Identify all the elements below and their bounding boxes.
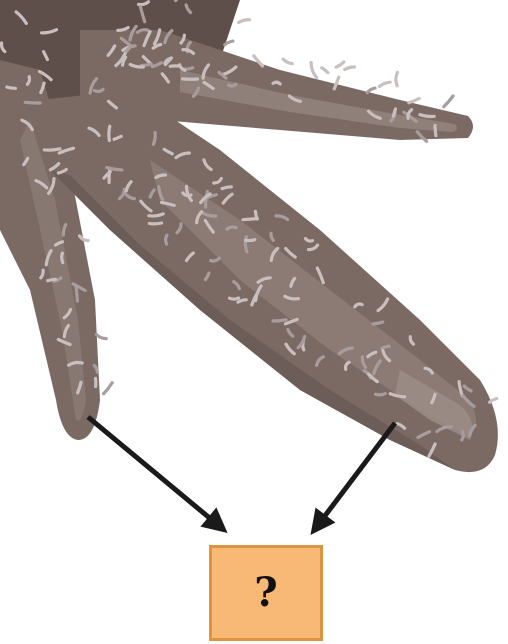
spine bbox=[409, 99, 419, 103]
spine bbox=[490, 399, 497, 403]
arrow-left bbox=[88, 417, 218, 525]
spine bbox=[393, 109, 395, 116]
spine bbox=[239, 20, 250, 23]
spine bbox=[166, 235, 167, 244]
spine bbox=[104, 383, 113, 394]
spine bbox=[222, 187, 231, 189]
spine bbox=[396, 72, 398, 85]
answer-box: ? bbox=[209, 545, 323, 641]
spine bbox=[48, 279, 56, 280]
spine bbox=[336, 62, 344, 67]
starfish-arm-icon bbox=[0, 0, 498, 472]
spine bbox=[44, 149, 60, 150]
spine bbox=[373, 322, 383, 324]
spine bbox=[345, 67, 355, 70]
spine bbox=[7, 87, 16, 88]
spine bbox=[229, 84, 236, 86]
spine bbox=[153, 133, 155, 145]
spine bbox=[25, 102, 40, 103]
spine bbox=[273, 320, 286, 321]
spine bbox=[311, 63, 317, 78]
arrow-right bbox=[318, 423, 395, 525]
spine bbox=[462, 432, 463, 440]
spine bbox=[255, 211, 257, 219]
spine bbox=[376, 394, 386, 395]
spine bbox=[246, 240, 255, 241]
spine bbox=[206, 191, 208, 207]
spine bbox=[420, 115, 434, 117]
question-mark: ? bbox=[254, 573, 277, 613]
spine bbox=[367, 88, 375, 93]
spine bbox=[109, 126, 110, 140]
spine bbox=[322, 68, 328, 73]
spine bbox=[230, 298, 239, 299]
spine bbox=[62, 253, 63, 263]
spine bbox=[379, 82, 390, 86]
spine bbox=[149, 223, 161, 224]
spine bbox=[283, 59, 292, 63]
spine bbox=[444, 96, 453, 107]
spine bbox=[243, 219, 257, 220]
spine bbox=[435, 126, 436, 136]
spine bbox=[273, 82, 280, 84]
spine bbox=[76, 286, 78, 302]
spine bbox=[96, 335, 106, 339]
